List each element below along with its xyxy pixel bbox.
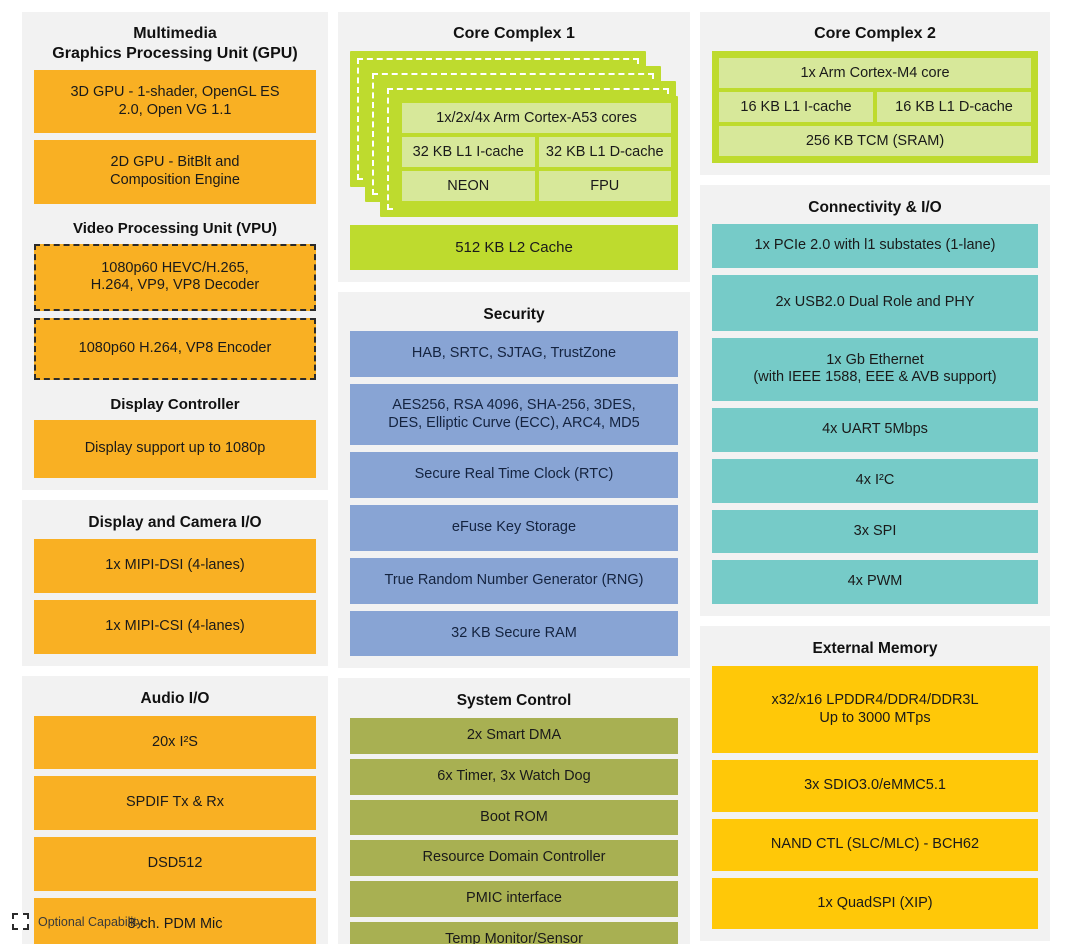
block-gb-ethernet[interactable]: 1x Gb Ethernet (with IEEE 1588, EEE & AV… [712,337,1038,402]
panel-core-complex-1: Core Complex 1 1x/2x/4x Arm Cortex-A53 c… [338,12,690,282]
display-controller-title: Display Controller [110,395,240,413]
block-video-encoder-line1: 1080p60 H.264, VP8 Encoder [78,340,272,357]
panel-security: Security HAB, SRTC, SJTAG, TrustZone AES… [338,291,690,669]
block-spdif[interactable]: SPDIF Tx & Rx [34,776,316,831]
cc2-row-l1: 16 KB L1 I-cache 16 KB L1 D-cache [719,91,1031,122]
block-i2s[interactable]: 20x I²S [34,715,316,770]
core-complex-1-stack: 1x/2x/4x Arm Cortex-A53 cores 32 KB L1 I… [350,50,678,217]
panel-display-camera-io: Display and Camera I/O 1x MIPI-DSI (4-la… [22,499,328,666]
block-mipi-csi[interactable]: 1x MIPI-CSI (4-lanes) [34,600,316,654]
block-video-decoder-line1: 1080p60 HEVC/H.265, [101,259,249,276]
core-card-front[interactable]: 1x/2x/4x Arm Cortex-A53 cores 32 KB L1 I… [395,95,678,217]
block-pdm-mic[interactable]: 8-ch. PDM Mic [34,897,316,944]
block-crypto-line1: AES256, RSA 4096, SHA-256, 3DES, [392,397,636,414]
block-usb[interactable]: 2x USB2.0 Dual Role and PHY [712,275,1038,331]
vpu-title: Video Processing Unit (VPU) [73,219,277,237]
core-row-l1: 32 KB L1 I-cache 32 KB L1 D-cache [402,136,671,167]
core-row-neon-fpu: NEON FPU [402,170,671,201]
block-gb-ethernet-line1: 1x Gb Ethernet [826,351,924,368]
block-video-encoder[interactable]: 1080p60 H.264, VP8 Encoder [34,318,316,380]
cell-l1-dcache[interactable]: 32 KB L1 D-cache [538,136,671,167]
block-boot-rom[interactable]: Boot ROM [350,799,678,836]
block-efuse-key-storage[interactable]: eFuse Key Storage [350,505,678,551]
block-3d-gpu-line1: 3D GPU - 1-shader, OpenGL ES [70,84,280,101]
column-connectivity-memory: Core Complex 2 1x Arm Cortex-M4 core 16 … [700,12,1050,942]
block-2d-gpu-line1: 2D GPU - BitBlt and [110,154,240,171]
column-multimedia: Multimedia Graphics Processing Unit (GPU… [22,12,328,944]
block-quadspi[interactable]: 1x QuadSPI (XIP) [712,877,1038,930]
security-title: Security [483,305,545,323]
block-3d-gpu-line2: 2.0, Open VG 1.1 [118,101,232,118]
block-crypto-algorithms[interactable]: AES256, RSA 4096, SHA-256, 3DES, DES, El… [350,384,678,446]
multimedia-title: Multimedia Graphics Processing Unit (GPU… [34,22,316,70]
block-hab-srtc[interactable]: HAB, SRTC, SJTAG, TrustZone [350,331,678,378]
column-core-security: Core Complex 1 1x/2x/4x Arm Cortex-A53 c… [338,12,690,944]
panel-core-complex-2: Core Complex 2 1x Arm Cortex-M4 core 16 … [700,12,1050,175]
block-lpddr4-line2: Up to 3000 MTps [819,709,931,726]
core-complex-2-card[interactable]: 1x Arm Cortex-M4 core 16 KB L1 I-cache 1… [712,50,1038,163]
connectivity-title: Connectivity & I/O [808,198,942,216]
multimedia-title-line2: Graphics Processing Unit (GPU) [52,44,298,62]
block-smart-dma[interactable]: 2x Smart DMA [350,718,678,754]
block-spi[interactable]: 3x SPI [712,509,1038,554]
cell-m4-l1-dcache[interactable]: 16 KB L1 D-cache [877,91,1031,122]
block-uart[interactable]: 4x UART 5Mbps [712,408,1038,452]
block-pcie[interactable]: 1x PCIe 2.0 with l1 substates (1-lane) [712,224,1038,269]
block-nand-ctl[interactable]: NAND CTL (SLC/MLC) - BCH62 [712,818,1038,871]
block-mipi-dsi[interactable]: 1x MIPI-DSI (4-lanes) [34,539,316,594]
panel-multimedia: Multimedia Graphics Processing Unit (GPU… [22,12,328,490]
block-temp-monitor[interactable]: Temp Monitor/Sensor [350,921,678,944]
block-gb-ethernet-line2: (with IEEE 1588, EEE & AVB support) [753,369,997,386]
block-crypto-line2: DES, Elliptic Curve (ECC), ARC4, MD5 [388,414,640,431]
block-3d-gpu[interactable]: 3D GPU - 1-shader, OpenGL ES 2.0, Open V… [34,70,316,134]
cell-fpu[interactable]: FPU [538,170,671,201]
core-row-cores: 1x/2x/4x Arm Cortex-A53 cores [402,102,671,133]
cell-m4-l1-icache[interactable]: 16 KB L1 I-cache [719,91,873,122]
block-2d-gpu-line2: Composition Engine [110,172,240,189]
block-timer-watchdog[interactable]: 6x Timer, 3x Watch Dog [350,758,678,795]
block-lpddr4[interactable]: x32/x16 LPDDR4/DDR4/DDR3L Up to 3000 MTp… [712,665,1038,754]
block-display-support-line1: Display support up to 1080p [84,439,266,456]
block-trng[interactable]: True Random Number Generator (RNG) [350,557,678,604]
block-pwm[interactable]: 4x PWM [712,560,1038,604]
block-l2-cache[interactable]: 512 KB L2 Cache [350,224,678,270]
block-i2c[interactable]: 4x I²C [712,458,1038,503]
cell-neon[interactable]: NEON [402,170,535,201]
block-resource-domain-controller[interactable]: Resource Domain Controller [350,840,678,876]
cell-tcm-sram[interactable]: 256 KB TCM (SRAM) [719,125,1031,156]
block-display-support[interactable]: Display support up to 1080p [34,419,316,478]
panel-system-control: System Control 2x Smart DMA 6x Timer, 3x… [338,678,690,944]
legend: Optional Capability [12,913,143,930]
block-2d-gpu[interactable]: 2D GPU - BitBlt and Composition Engine [34,140,316,204]
multimedia-title-line1: Multimedia [133,25,217,42]
cell-a53-cores[interactable]: 1x/2x/4x Arm Cortex-A53 cores [402,102,671,133]
cell-m4-core[interactable]: 1x Arm Cortex-M4 core [719,57,1031,88]
panel-connectivity-io: Connectivity & I/O 1x PCIe 2.0 with l1 s… [700,184,1050,616]
cc2-row-tcm: 256 KB TCM (SRAM) [719,125,1031,156]
block-secure-ram[interactable]: 32 KB Secure RAM [350,610,678,657]
legend-label: Optional Capability [38,914,143,929]
block-sdio-emmc[interactable]: 3x SDIO3.0/eMMC5.1 [712,760,1038,812]
panel-external-memory: External Memory x32/x16 LPDDR4/DDR4/DDR3… [700,625,1050,942]
external-memory-title: External Memory [812,639,938,657]
block-video-decoder[interactable]: 1080p60 HEVC/H.265, H.264, VP9, VP8 Deco… [34,243,316,312]
panel-audio-io: Audio I/O 20x I²S SPDIF Tx & Rx DSD512 8… [22,675,328,944]
block-pmic-interface[interactable]: PMIC interface [350,880,678,917]
cc2-row-core: 1x Arm Cortex-M4 core [719,57,1031,88]
cell-l1-icache[interactable]: 32 KB L1 I-cache [402,136,535,167]
core-complex-2-title: Core Complex 2 [814,25,936,42]
audio-io-title: Audio I/O [140,689,210,707]
core-complex-2-inner: 1x Arm Cortex-M4 core 16 KB L1 I-cache 1… [719,57,1031,156]
block-lpddr4-line1: x32/x16 LPDDR4/DDR4/DDR3L [771,691,979,708]
block-secure-rtc[interactable]: Secure Real Time Clock (RTC) [350,452,678,499]
display-camera-io-title: Display and Camera I/O [88,513,262,531]
core-complex-1-title: Core Complex 1 [453,25,575,42]
block-dsd512[interactable]: DSD512 [34,837,316,891]
system-control-title: System Control [456,692,572,710]
block-video-decoder-line2: H.264, VP9, VP8 Decoder [90,277,260,294]
dashed-square-icon [12,913,29,930]
